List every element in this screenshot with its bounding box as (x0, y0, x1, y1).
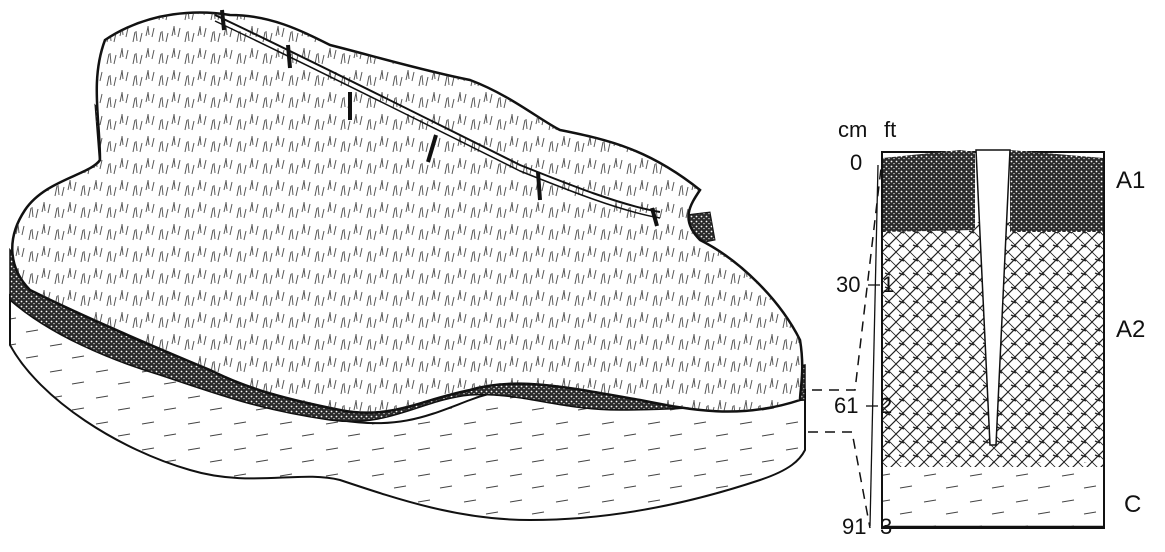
horizon-label-c: C (1124, 491, 1141, 518)
unit-ft-label: ft (884, 117, 896, 142)
depth-cm-30: 30 (836, 272, 860, 297)
depth-cm-0: 0 (850, 150, 862, 175)
depth-ft-3: 3 (880, 514, 892, 539)
landscape-block (10, 10, 805, 520)
fence-post (222, 10, 224, 30)
fence-post (538, 172, 540, 200)
profile-a1-horizon (883, 150, 975, 232)
soil-profile (882, 150, 1104, 528)
profile-a1-horizon (1010, 150, 1103, 232)
horizon-label-a1: A1 (1116, 167, 1145, 194)
unit-cm-label: cm (838, 117, 867, 142)
depth-cm-91: 91 (842, 514, 866, 539)
horizon-label-a2: A2 (1116, 316, 1145, 343)
horizon-labels: A1 A2 C (1116, 167, 1145, 518)
profile-c-horizon (883, 462, 1103, 527)
depth-ft-2: 2 (880, 393, 892, 418)
fence-post (288, 45, 290, 68)
depth-cm-61: 61 (834, 393, 858, 418)
depth-ft-1: 1 (882, 272, 894, 297)
